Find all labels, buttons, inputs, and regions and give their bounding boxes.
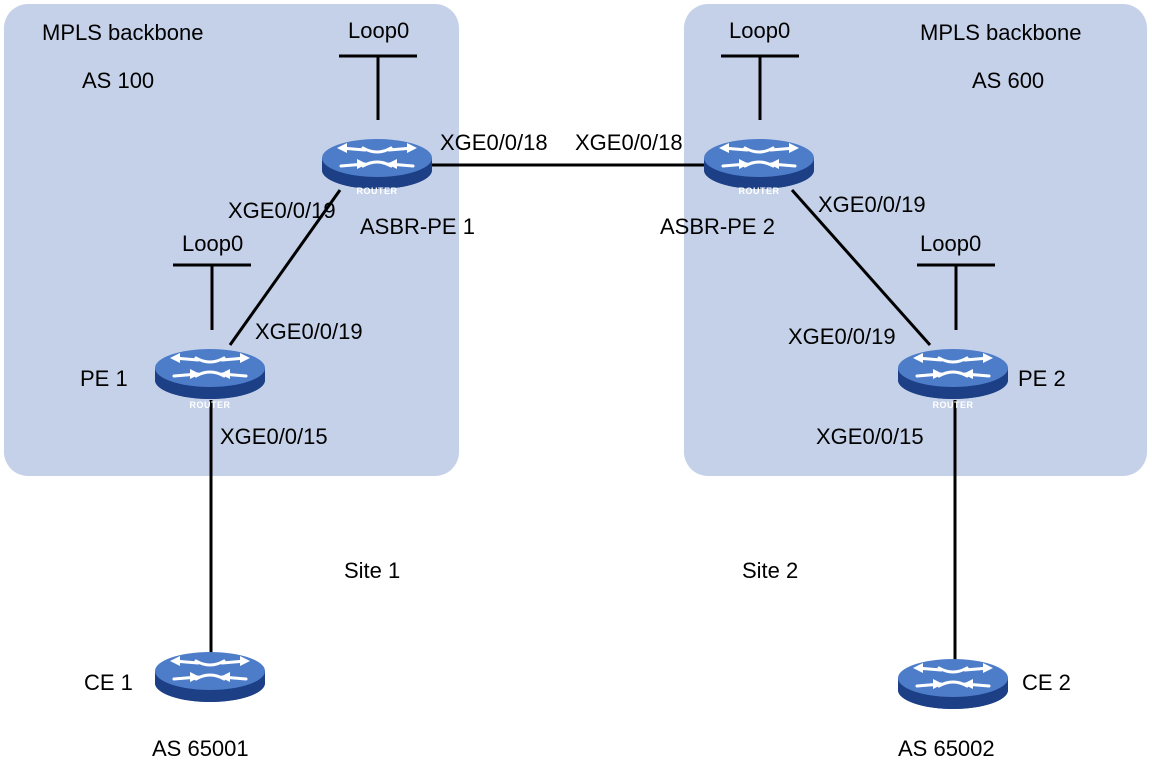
loopback-pe1 [173, 263, 251, 330]
loopback-asbr2 [721, 54, 799, 120]
region-as100-title: MPLS backbone [42, 20, 203, 45]
region-as600-title: MPLS backbone [920, 20, 1081, 45]
router-pe2-name: PE 2 [1018, 366, 1066, 391]
router-asbr1: ROUTER [320, 137, 434, 196]
region-as600 [684, 4, 1147, 476]
router-icon [702, 137, 816, 191]
router-ce2: ROUTER [896, 657, 1010, 719]
interface-label: XGE0/0/18 [575, 130, 683, 155]
loopback-asbr1 [339, 54, 417, 120]
region-as100-as: AS 100 [82, 68, 154, 93]
router-ce1-name: CE 1 [84, 670, 133, 695]
router-badge: ROUTER [933, 400, 974, 410]
router-icon [153, 347, 267, 401]
router-badge: ROUTER [357, 186, 398, 196]
router-badge: ROUTER [190, 702, 231, 712]
router-ce1: ROUTER [153, 650, 267, 712]
router-badge: ROUTER [933, 709, 974, 719]
router-pe2: ROUTER [896, 347, 1010, 410]
router-asbr2-name: ASBR-PE 2 [660, 214, 775, 239]
region-as100 [4, 4, 459, 476]
router-asbr1-name: ASBR-PE 1 [360, 214, 475, 239]
region-as600-as: AS 600 [972, 68, 1044, 93]
loopback-pe2-label: Loop0 [920, 231, 981, 256]
link-asbr2-pe2 [790, 189, 932, 346]
loopback-pe1-label: Loop0 [182, 231, 243, 256]
router-ce1-as: AS 65001 [152, 736, 249, 761]
router-pe1: ROUTER [153, 347, 267, 410]
loopback-pe2 [917, 263, 995, 330]
interface-label: XGE0/0/19 [228, 198, 336, 223]
router-pe1-name: PE 1 [80, 366, 128, 391]
interface-label: XGE0/0/19 [788, 324, 896, 349]
router-asbr2: ROUTER [702, 137, 816, 196]
router-badge: ROUTER [190, 400, 231, 410]
interface-label: XGE0/0/15 [816, 424, 924, 449]
site2-label: Site 2 [742, 558, 798, 583]
site1-label: Site 1 [344, 558, 400, 583]
router-icon [896, 657, 1010, 711]
router-icon [320, 137, 434, 191]
interface-label: XGE0/0/18 [440, 130, 548, 155]
router-badge: ROUTER [739, 186, 780, 196]
router-ce2-as: AS 65002 [898, 736, 995, 761]
interface-label: XGE0/0/15 [220, 424, 328, 449]
link-asbr1-pe1 [228, 189, 342, 346]
interface-label: XGE0/0/19 [255, 319, 363, 344]
router-icon [153, 650, 267, 704]
loopback-asbr1-label: Loop0 [348, 18, 409, 43]
interface-label: XGE0/0/19 [818, 192, 926, 217]
router-ce2-name: CE 2 [1022, 670, 1071, 695]
router-icon [896, 347, 1010, 401]
loopback-asbr2-label: Loop0 [729, 18, 790, 43]
